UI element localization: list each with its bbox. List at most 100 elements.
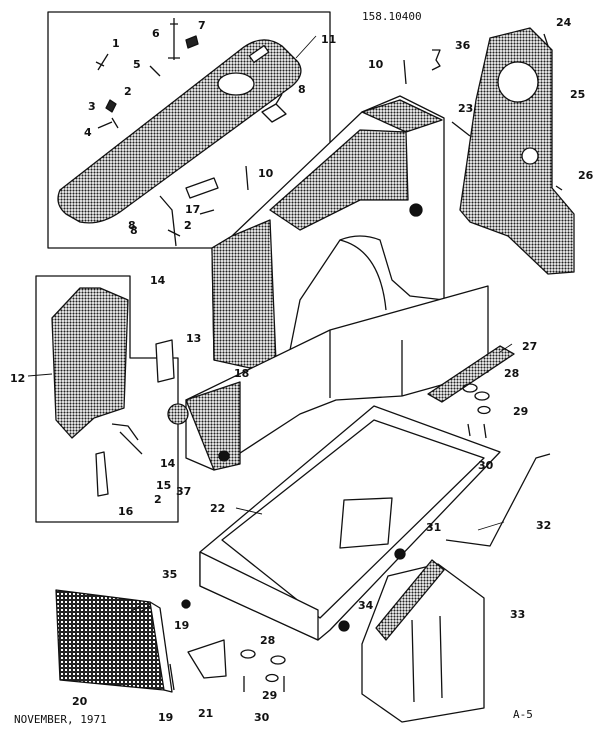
rear-cover-hole	[497, 61, 539, 103]
post-6	[168, 18, 180, 60]
bracket-21	[187, 639, 227, 679]
screw-1	[95, 53, 109, 71]
bolt-24	[543, 33, 549, 47]
pin-10b	[245, 165, 249, 191]
tray-inner	[221, 419, 485, 619]
callout-2: 2	[154, 493, 162, 506]
screw-26	[555, 185, 563, 191]
screw-2b	[199, 209, 215, 215]
washer-28a	[462, 383, 478, 393]
top-cover-plate	[57, 39, 302, 224]
screws-19b	[169, 663, 175, 691]
callout-33: 33	[510, 608, 526, 621]
callout-27: 27	[522, 340, 538, 353]
callout-8: 8	[128, 219, 136, 232]
base-front	[329, 330, 403, 398]
base-hole	[218, 450, 230, 462]
spring-8b	[159, 195, 181, 247]
arm-inner-cavity	[269, 129, 409, 231]
arm-curve	[339, 239, 387, 311]
callout-32: 32	[536, 519, 552, 532]
callout-21: 21	[198, 707, 214, 720]
callout-16: 16	[118, 505, 134, 518]
tray-front-panel	[199, 551, 319, 641]
top-cover-slot	[248, 44, 270, 64]
arm-left-face	[211, 219, 277, 369]
callout-20: 20	[72, 695, 88, 708]
callout-8: 8	[298, 83, 306, 96]
washer-29b	[265, 673, 279, 683]
rod-32	[445, 453, 551, 547]
callout-8: 8	[130, 224, 138, 237]
group-border-end-cover	[35, 275, 179, 523]
end-cover	[51, 287, 129, 439]
footer-page-ref: A-5	[513, 708, 533, 721]
pin-10a	[403, 59, 407, 85]
callout-29: 29	[513, 405, 529, 418]
screw-30	[467, 423, 487, 439]
rear-cover-plug	[521, 147, 539, 165]
callout-28: 28	[260, 634, 276, 647]
callout-19: 19	[158, 711, 174, 724]
screw-4	[97, 117, 119, 129]
callout-17: 17	[185, 203, 201, 216]
callout-11: 11	[321, 33, 337, 46]
callout-25: 25	[570, 88, 586, 101]
grille-frame	[149, 601, 173, 693]
rear-cover	[459, 27, 575, 275]
callout-30: 30	[478, 459, 494, 472]
callout-1: 1	[112, 37, 120, 50]
callout-18: 18	[234, 367, 250, 380]
callout-10: 10	[258, 167, 274, 180]
spring-36	[431, 49, 441, 71]
screws-19a	[129, 605, 151, 613]
screw-30b	[243, 676, 285, 692]
callout-29: 29	[262, 689, 278, 702]
screw-3	[105, 99, 117, 113]
callout-5: 5	[133, 58, 141, 71]
bracket-17	[185, 177, 219, 199]
callout-23: 23	[458, 102, 474, 115]
callout-15: 15	[156, 479, 172, 492]
callout-37: 37	[176, 485, 192, 498]
callout-4: 4	[84, 126, 92, 139]
screw-35	[181, 599, 191, 609]
accessory-box	[361, 563, 485, 723]
washer-28c	[240, 649, 256, 659]
nut-31	[394, 548, 406, 560]
callout-30: 30	[254, 711, 270, 724]
callout-35: 35	[162, 568, 178, 581]
base-left	[185, 381, 241, 471]
callout-19: 19	[174, 619, 190, 632]
callout-7: 7	[198, 19, 206, 32]
plate-16	[95, 451, 109, 497]
nut-34	[338, 620, 350, 632]
callout-14: 14	[160, 457, 176, 470]
callout-31: 31	[426, 521, 442, 534]
washer-28d	[270, 655, 286, 665]
arm-top-edge	[361, 99, 443, 133]
base-housing	[185, 285, 489, 471]
trim-plate-27	[427, 345, 515, 403]
latch-15	[111, 423, 143, 455]
bracket-8a	[261, 93, 287, 123]
callout-22: 22	[210, 502, 226, 515]
callout-13: 13	[186, 332, 202, 345]
bushing-37	[167, 403, 189, 425]
pin-5	[149, 65, 161, 77]
callout-28: 28	[504, 367, 520, 380]
pin-23	[451, 121, 471, 137]
washer-29	[477, 405, 491, 415]
footer-date: NOVEMBER, 1971	[14, 713, 107, 726]
accessory-box-lid	[375, 559, 445, 641]
callout-2: 2	[184, 219, 192, 232]
callout-14: 14	[150, 274, 166, 287]
tray-bracket	[339, 497, 393, 549]
callout-36: 36	[455, 39, 471, 52]
callout-3: 3	[88, 100, 96, 113]
hinge-13	[155, 339, 175, 383]
callout-12: 12	[10, 372, 26, 385]
callout-24: 24	[556, 16, 572, 29]
grille-20	[55, 589, 165, 691]
